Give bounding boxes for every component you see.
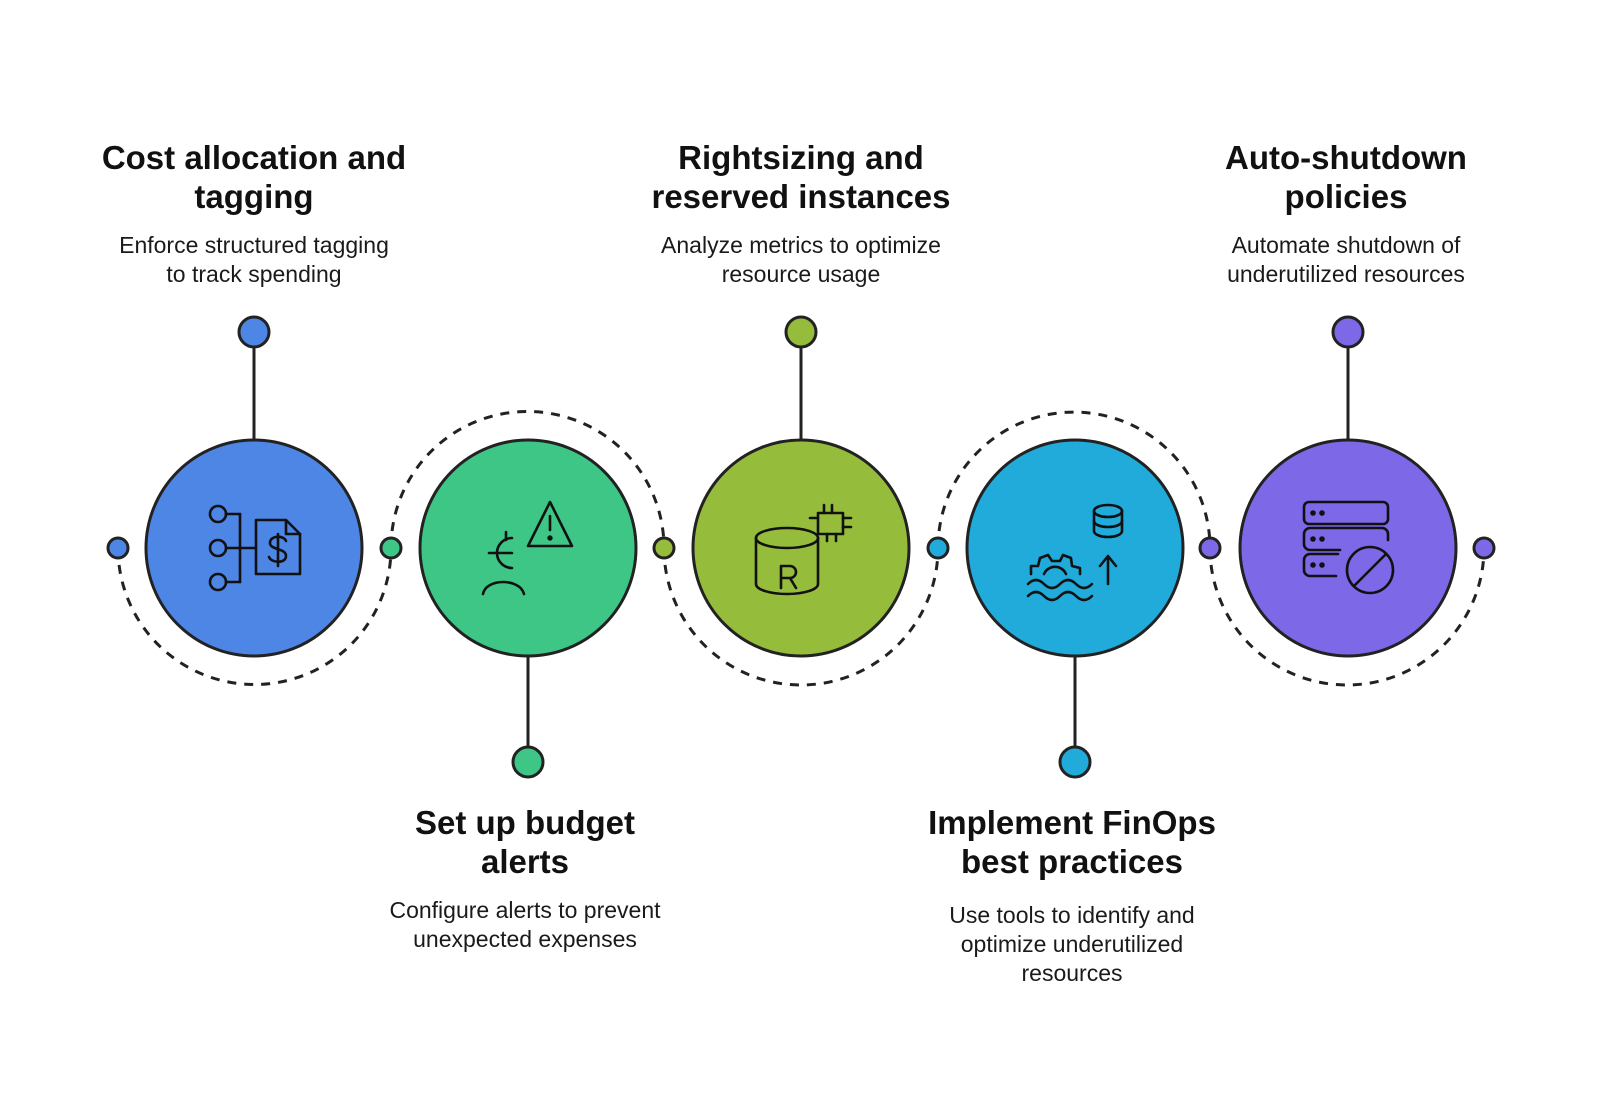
step-4-description: Use tools to identify and optimize under… xyxy=(949,902,1195,986)
reserved-database-chip-icon xyxy=(754,503,853,596)
step-1-title: Cost allocation and tagging xyxy=(101,139,407,215)
step-2-label: Set up budget alerts Configure alerts to… xyxy=(325,803,725,954)
step-3-label: Rightsizing and reserved instances Analy… xyxy=(601,138,1001,289)
axis-dot-6 xyxy=(1472,536,1496,560)
axis-dot-4 xyxy=(926,536,950,560)
connector-arc-1 xyxy=(116,547,393,686)
step-3-description: Analyze metrics to optimize resource usa… xyxy=(661,232,941,287)
user-warning-alert-icon xyxy=(481,500,574,596)
pin-3 xyxy=(784,315,818,349)
connector-arc-4 xyxy=(936,410,1212,549)
pin-2 xyxy=(511,745,545,779)
step-4-title: Implement FinOps best practices xyxy=(928,804,1216,880)
axis-dot-2 xyxy=(379,536,403,560)
step-2-description: Configure alerts to prevent unexpected e… xyxy=(389,897,661,952)
server-blocked-icon xyxy=(1302,500,1395,595)
step-5-title: Auto-shutdown policies xyxy=(1225,139,1467,215)
connector-arc-2 xyxy=(389,410,666,549)
step-5-label: Auto-shutdown policies Automate shutdown… xyxy=(1146,138,1546,289)
axis-dot-1 xyxy=(106,536,130,560)
pin-1 xyxy=(237,315,271,349)
connector-arc-3 xyxy=(662,547,940,687)
step-3-title: Rightsizing and reserved instances xyxy=(651,139,951,215)
step-2-title: Set up budget alerts xyxy=(415,804,635,880)
dollar-document-tag-icon xyxy=(208,504,302,592)
step-5-description: Automate shutdown of underutilized resou… xyxy=(1227,232,1465,287)
step-1-description: Enforce structured tagging to track spen… xyxy=(119,232,389,287)
step-circle-5 xyxy=(1238,438,1458,658)
step-4-label: Implement FinOps best practices Use tool… xyxy=(872,803,1272,988)
step-1-label: Cost allocation and tagging Enforce stru… xyxy=(54,138,454,289)
axis-dot-3 xyxy=(652,536,676,560)
gear-database-arrow-icon xyxy=(1026,503,1124,602)
pin-4 xyxy=(1058,745,1092,779)
step-circle-2 xyxy=(418,438,638,658)
connector-arc-5 xyxy=(1208,547,1486,687)
axis-dot-5 xyxy=(1198,536,1222,560)
pin-5 xyxy=(1331,315,1365,349)
step-circle-4 xyxy=(965,438,1185,658)
